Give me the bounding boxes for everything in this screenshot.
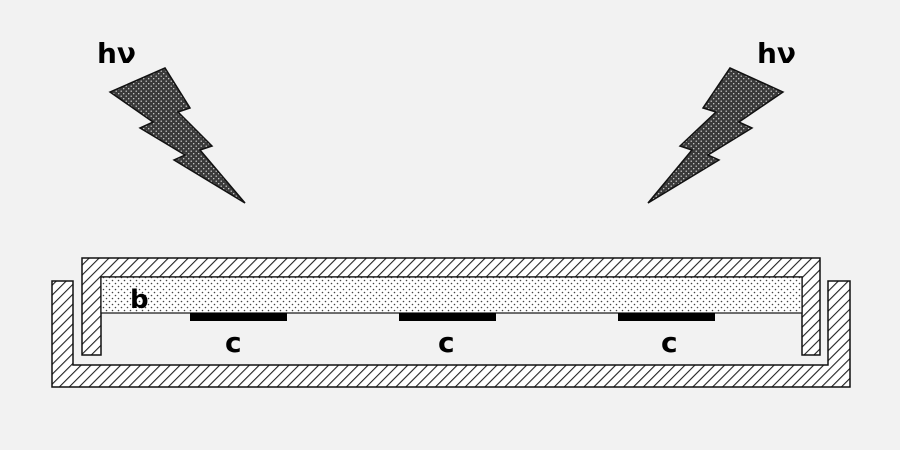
light-label-right: hν	[757, 37, 796, 70]
electrode-label: c	[225, 326, 242, 359]
electrode-bar	[399, 313, 496, 321]
electrode-bar	[190, 313, 287, 321]
base-tray	[51, 280, 851, 388]
layer-label: b	[130, 285, 149, 315]
layer-b	[100, 276, 803, 314]
light-label-left: hν	[97, 37, 136, 70]
electrode-label: c	[438, 326, 455, 359]
lightning-bolt-left-icon	[108, 67, 246, 204]
electrode-bar	[618, 313, 715, 321]
electrode-label: c	[661, 326, 678, 359]
lightning-bolt-right-icon	[647, 67, 785, 204]
